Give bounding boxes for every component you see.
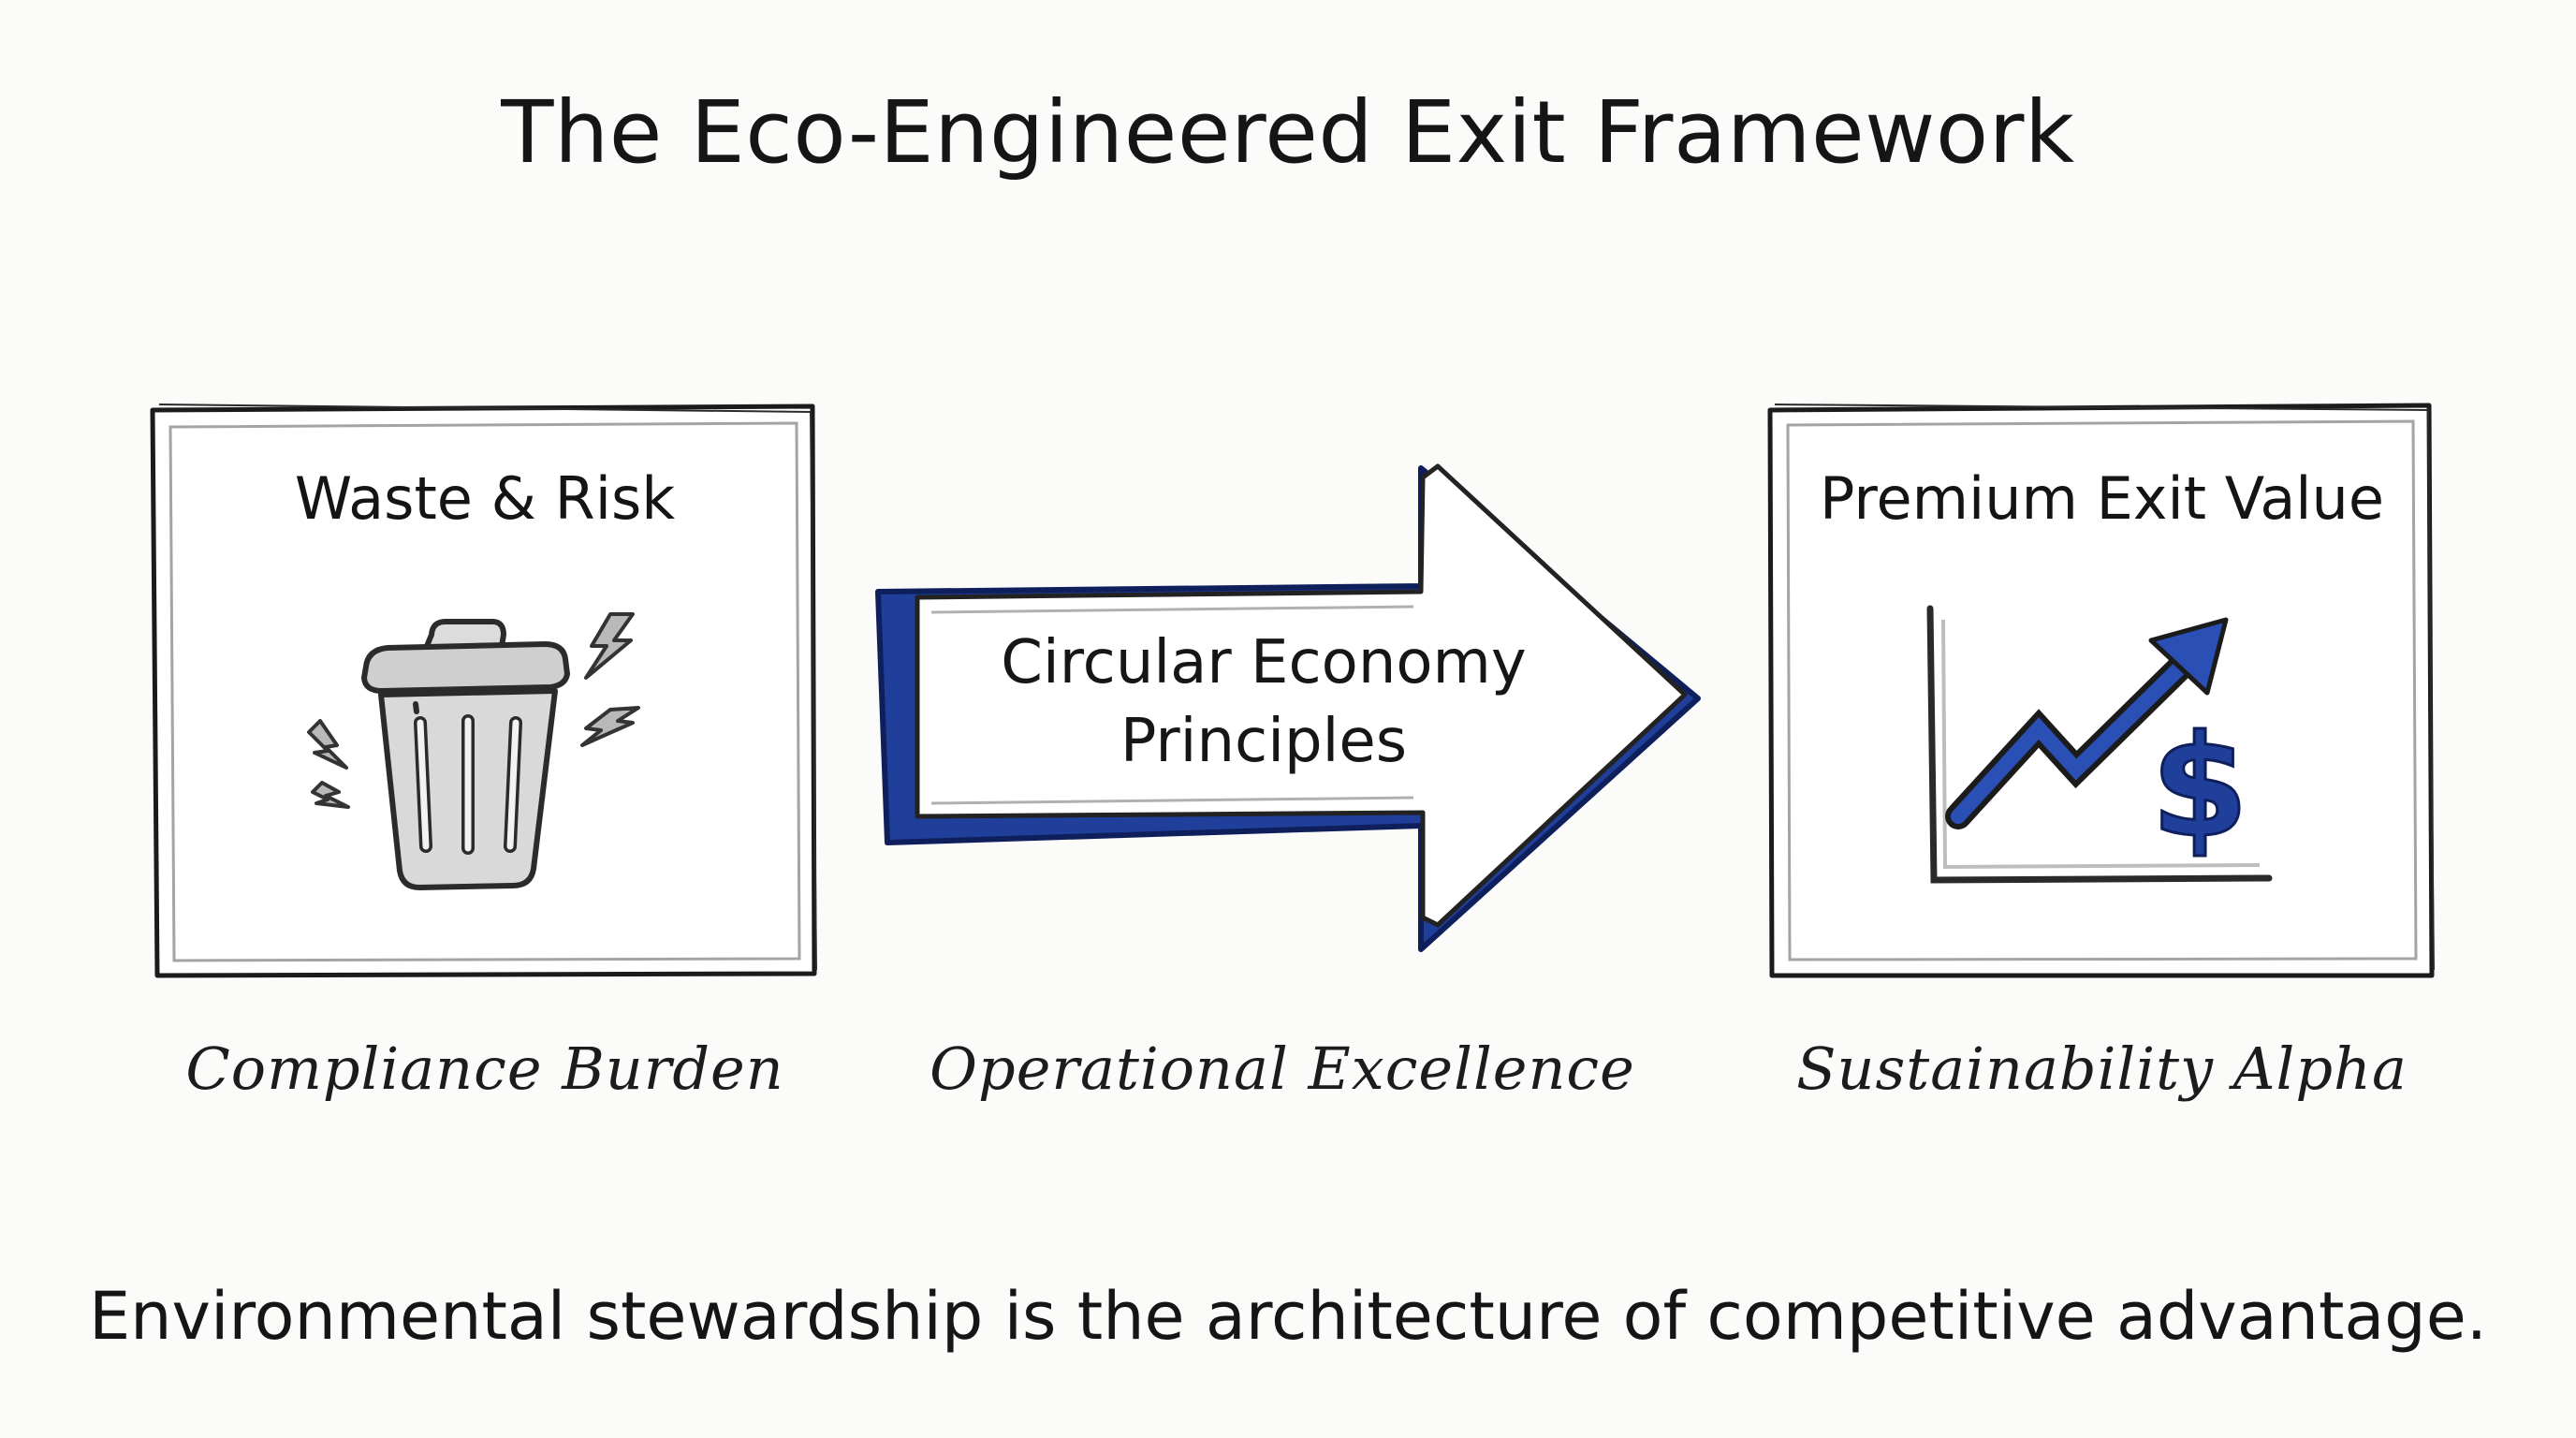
arrow-label-line-1: Circular Economy	[1001, 628, 1527, 697]
premium-exit-value-title: Premium Exit Value	[1820, 464, 2384, 533]
compliance-burden-caption: Compliance Burden	[185, 1034, 784, 1103]
tagline: Environmental stewardship is the archite…	[88, 1278, 2488, 1355]
page-title: The Eco-Engineered Exit Framework	[501, 82, 2075, 183]
arrow-label-line-2: Principles	[1120, 707, 1408, 776]
trash-can-icon	[361, 619, 570, 890]
circular-economy-arrow	[875, 463, 1701, 952]
sustainability-alpha-caption: Sustainability Alpha	[1796, 1034, 2408, 1103]
operational-excellence-caption: Operational Excellence	[929, 1034, 1635, 1103]
circular-economy-label: Circular Economy Principles	[936, 624, 1591, 781]
waste-risk-title: Waste & Risk	[294, 464, 676, 533]
svg-text:$: $	[2151, 706, 2248, 869]
growth-chart-dollar-icon: $	[1926, 605, 2273, 884]
lightning-bolt-icon	[307, 612, 640, 809]
